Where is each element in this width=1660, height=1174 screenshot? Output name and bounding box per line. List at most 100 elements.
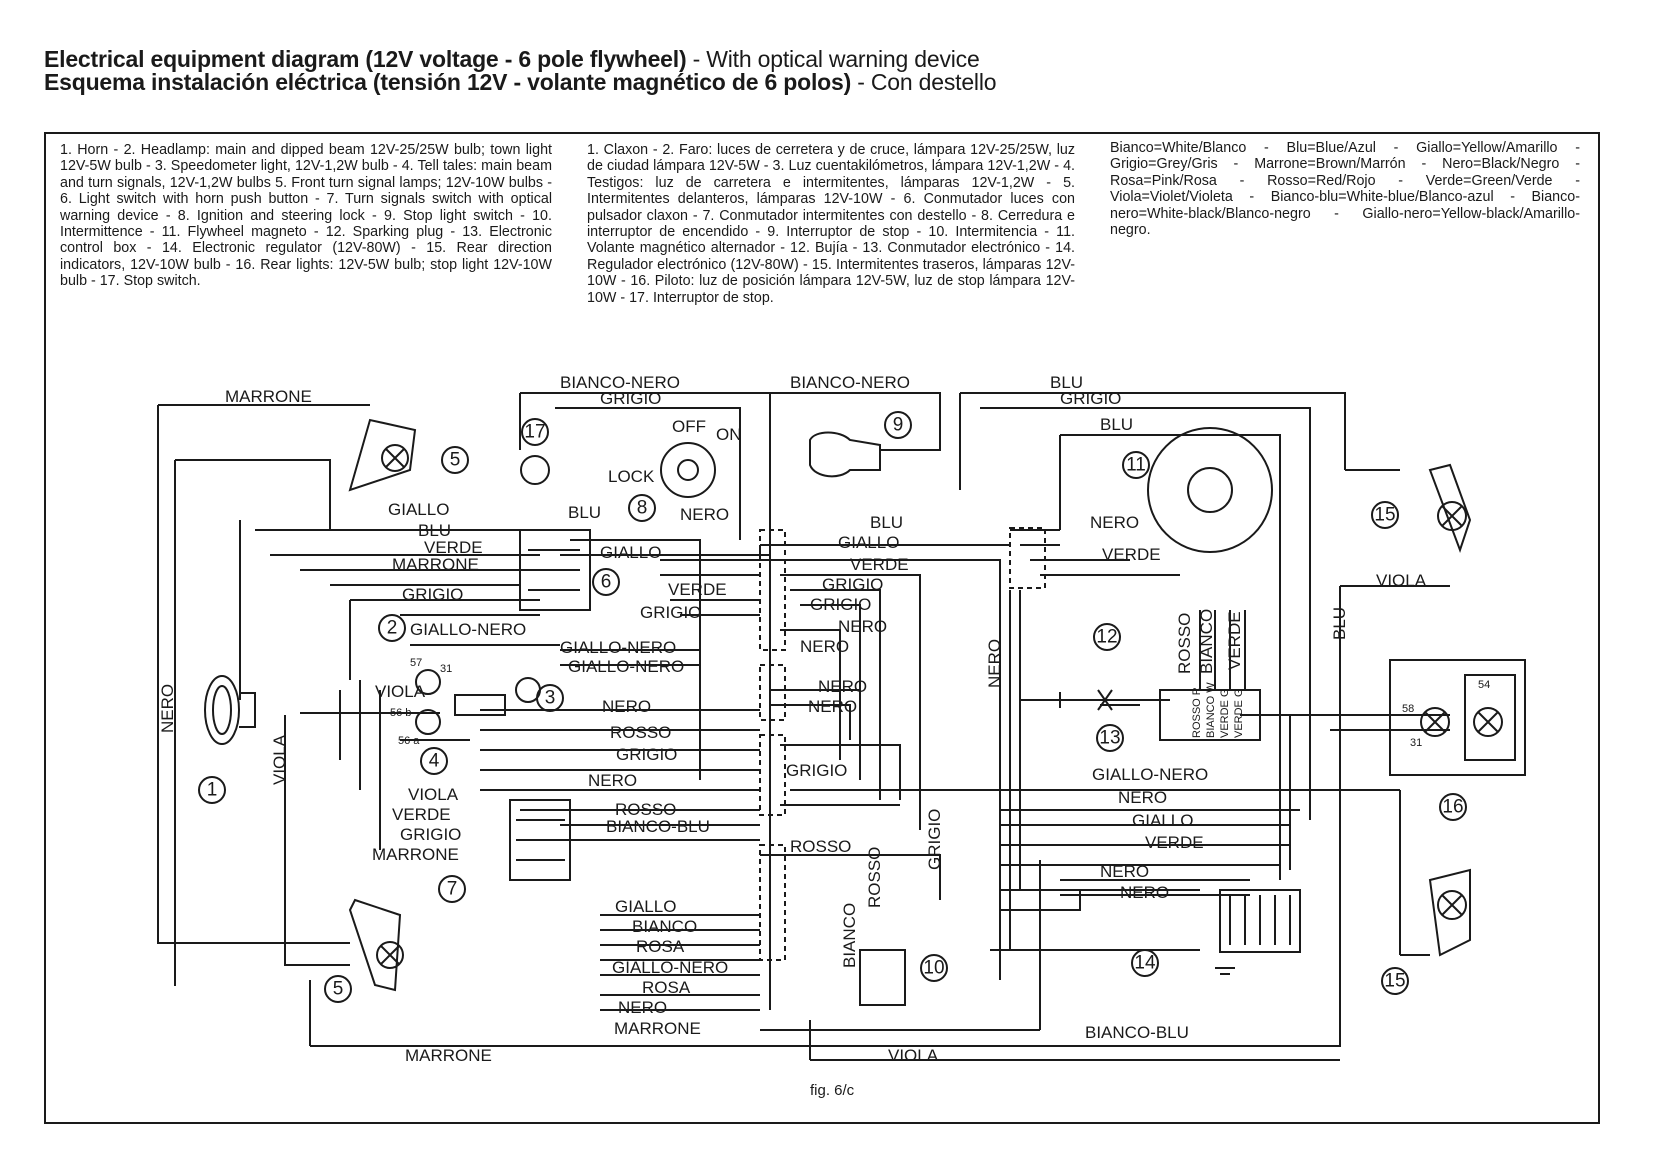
wire-label: VERDE: [424, 538, 483, 557]
wire-label: BIANCO-NERO: [790, 373, 910, 392]
callout-number: 13: [1099, 728, 1120, 749]
wire-label: BLU: [418, 521, 451, 540]
headlamp-bulb: [415, 669, 441, 735]
terminal-label: 58: [1402, 703, 1414, 715]
callout-number: 3: [545, 688, 556, 709]
callout-number: 15: [1384, 971, 1405, 992]
wire-label: VIOLA: [270, 734, 289, 785]
wire-label: VERDE: [392, 805, 451, 824]
wire-label: MARRONE: [372, 845, 459, 864]
terminal-label: 54: [1478, 679, 1490, 691]
wire-label: GIALLO-NERO: [410, 620, 526, 639]
wire-label: MARRONE: [392, 555, 479, 574]
wire-label: BLU: [1330, 607, 1349, 640]
wire-label: GRIGIO: [822, 575, 883, 594]
diagram-frame: [44, 132, 1600, 1124]
wire-label: BIANCO-BLU: [1085, 1023, 1189, 1042]
terminal-label: 56 a: [398, 735, 420, 747]
figure-caption: fig. 6/c: [810, 1082, 855, 1099]
switch-label: LOCK: [608, 467, 655, 486]
wire-label: GIALLO-NERO: [560, 638, 676, 657]
title-spanish: Esquema instalación eléctrica (tensión 1…: [44, 69, 997, 95]
wire-label: GRIGIO: [925, 809, 944, 870]
wire-label: BIANCO-NERO: [560, 373, 680, 392]
wire-label: BIANCO: [1197, 609, 1216, 674]
callout-number: 11: [1126, 455, 1146, 476]
wire-label: NERO: [1090, 513, 1139, 532]
wire-label: NERO: [602, 697, 651, 716]
callout-number: 14: [1134, 953, 1156, 974]
wire-label: GIALLO-NERO: [568, 657, 684, 676]
module-pin-label: VERDE G: [1219, 688, 1231, 738]
module-pin-label: VERDE G: [1233, 688, 1245, 738]
wire-label: NERO: [158, 684, 177, 733]
wire-label: NERO: [680, 505, 729, 524]
wire-label: GIALLO: [615, 897, 676, 916]
wire-label: NERO: [818, 677, 867, 696]
legend-spanish: 1. Claxon - 2. Faro: luces de cerretera …: [587, 142, 1075, 306]
wire-label: VERDE: [668, 580, 727, 599]
callout-number: 17: [524, 422, 545, 443]
wire-label: MARRONE: [225, 387, 312, 406]
connector-blocks: [759, 527, 1046, 961]
callout-number: 15: [1374, 505, 1395, 526]
wire-label: VIOLA: [888, 1046, 939, 1065]
callout-number: 12: [1096, 627, 1117, 648]
callout-number: 9: [893, 415, 904, 436]
callout-number: 2: [387, 618, 398, 639]
terminal-label: 31: [440, 663, 452, 675]
wire-label: NERO: [985, 639, 1004, 688]
wire-label: GRIGIO: [600, 389, 661, 408]
electronic-regulator: [1215, 889, 1301, 975]
terminal-labels: OFF ON LOCK 57 31 56 b 56 a 54 58 31 ROS…: [390, 417, 1490, 749]
wire-label: GIALLO: [1132, 811, 1193, 830]
rear-turn-signal-bottom: [1428, 868, 1471, 957]
flywheel-magneto: [1147, 427, 1273, 553]
wire-label: NERO: [838, 617, 887, 636]
wire-label: ROSSO: [610, 723, 671, 742]
wire-label: BIANCO: [840, 903, 859, 968]
wire-label: VERDE: [1225, 611, 1244, 670]
title-english: Electrical equipment diagram (12V voltag…: [44, 46, 980, 72]
horn: [204, 675, 256, 745]
wire-label: GRIGIO: [810, 595, 871, 614]
wire-label: GRIGIO: [786, 761, 847, 780]
wire-label: VIOLA: [1376, 571, 1427, 590]
wire-label: VIOLA: [408, 785, 459, 804]
sparking-plug: [1059, 689, 1140, 711]
wire-label: NERO: [1120, 883, 1169, 902]
wire-label: MARRONE: [405, 1046, 492, 1065]
callout-number: 1: [207, 780, 218, 801]
front-turn-signal-bottom: [348, 898, 404, 992]
wire-label: MARRONE: [614, 1019, 701, 1038]
wire-label: ROSSO: [1175, 613, 1194, 674]
rear-turn-signal-top: [1428, 463, 1472, 553]
terminal-label: 57: [410, 657, 422, 669]
wire-labels: MARRONE BIANCO-NERO BIANCO-NERO GRIGIO B…: [158, 373, 1427, 1065]
callout-number: 4: [429, 751, 440, 772]
tell-tale-lamps: [454, 694, 506, 716]
legend-color-codes: Bianco=White/Blanco - Blu=Blue/Azul - Gi…: [1110, 140, 1580, 239]
wire-label: ROSSO: [790, 837, 851, 856]
callout-number: 16: [1442, 797, 1463, 818]
callout-number: 7: [447, 879, 458, 900]
module-pin-label: ROSSO R: [1191, 687, 1203, 738]
callout-number: 5: [333, 979, 344, 1000]
wire-label: GIALLO-NERO: [1092, 765, 1208, 784]
wire-label: NERO: [588, 771, 637, 790]
wire-label: GIALLO: [600, 543, 661, 562]
wire-label: GRIGIO: [616, 745, 677, 764]
turn-signal-switch: [509, 799, 571, 881]
wire-label: VERDE: [850, 555, 909, 574]
wire-label: BLU: [1050, 373, 1083, 392]
intermittence: [859, 949, 906, 1006]
module-pin-label: BIANCO W: [1205, 682, 1217, 738]
callout-number: 5: [450, 450, 461, 471]
wire-label: NERO: [618, 998, 667, 1017]
wire-label: NERO: [800, 637, 849, 656]
wire-label: GIALLO: [838, 533, 899, 552]
stop-light-switch: [809, 431, 881, 478]
wire-label: GRIGIO: [1060, 389, 1121, 408]
wire-label: ROSA: [636, 937, 685, 956]
callout-number: 6: [601, 572, 612, 593]
